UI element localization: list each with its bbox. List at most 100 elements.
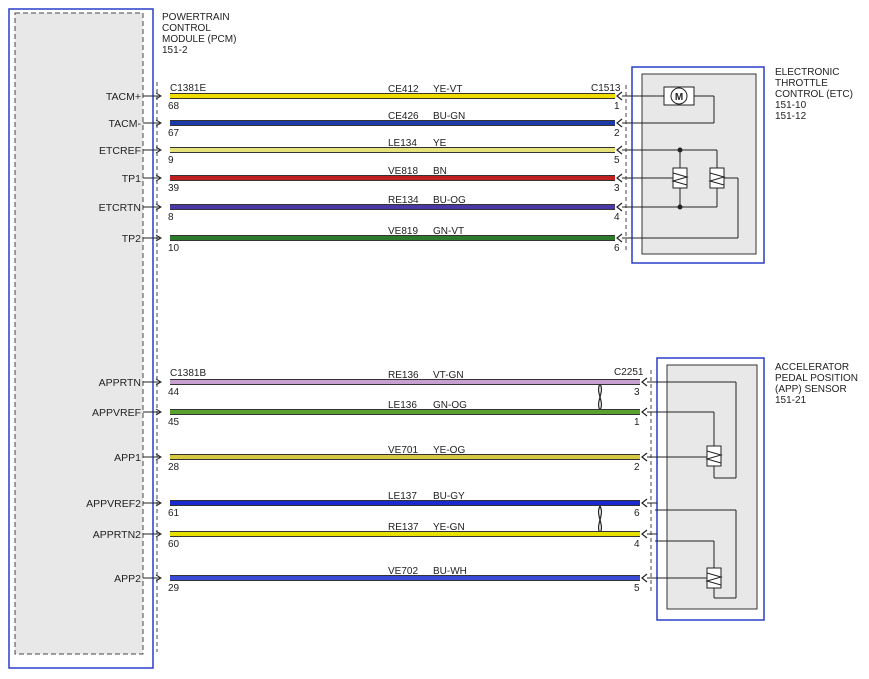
circuit-id: RE136 — [388, 370, 419, 381]
wire-color-code: BU-WH — [433, 566, 467, 577]
signal-label: TP2 — [122, 233, 141, 245]
circuit-id: RE137 — [388, 522, 419, 533]
pcm-pin-number: 61 — [168, 508, 180, 519]
far-terminal-icon — [616, 91, 623, 101]
etc-title-line: CONTROL (ETC) — [775, 89, 853, 100]
pcm-title-line: 151-2 — [162, 45, 188, 56]
signal-label: APPVREF2 — [86, 498, 141, 510]
far-pin-number: 2 — [634, 462, 640, 473]
far-terminal-icon — [616, 118, 623, 128]
pcm-terminal-icon — [155, 574, 162, 582]
wire-row: APPRTN2 60 RE137 YE-GN 4 — [93, 522, 657, 550]
wire-row: APPVREF2 61 LE137 BU-GY 6 — [86, 491, 657, 519]
circuit-id: VE702 — [388, 566, 418, 577]
signal-label: TACM+ — [106, 91, 141, 103]
far-pin-number: 4 — [614, 212, 620, 223]
circuit-id: LE136 — [388, 400, 417, 411]
wire-color-code: YE — [433, 138, 447, 149]
pcm-terminal-icon — [155, 174, 162, 182]
pcm-terminal-icon — [155, 119, 162, 127]
pcm-pin-number: 67 — [168, 128, 180, 139]
etc-title: ELECTRONIC THROTTLE CONTROL (ETC) 151-10… — [775, 67, 853, 122]
app-title-line: ACCELERATOR — [775, 362, 849, 373]
far-pin-number: 5 — [634, 583, 640, 594]
pcm-terminal-icon — [155, 378, 162, 386]
etc-title-line: ELECTRONIC — [775, 67, 839, 78]
signal-label: APPVREF — [92, 407, 141, 419]
pcm-pin-number: 29 — [168, 583, 180, 594]
pcm-connector-top: C1381E — [170, 83, 206, 94]
app-title: ACCELERATOR PEDAL POSITION (APP) SENSOR … — [775, 362, 858, 406]
motor-icon: M — [670, 87, 688, 105]
far-terminal-icon — [616, 173, 623, 183]
pcm-terminal-icon — [155, 146, 162, 154]
circuit-id: CE412 — [388, 84, 419, 95]
pcm-terminal-icon — [155, 530, 162, 538]
motor-label: M — [675, 92, 683, 103]
wire-color-code: GN-OG — [433, 400, 467, 411]
pcm-pin-number: 39 — [168, 183, 180, 194]
wire-color-code: GN-VT — [433, 226, 464, 237]
far-terminal-icon — [641, 573, 648, 583]
far-pin-number: 6 — [634, 508, 640, 519]
app-title-line: PEDAL POSITION — [775, 373, 858, 384]
signal-label: ETCRTN — [99, 202, 141, 214]
signal-label: APPRTN2 — [93, 529, 141, 541]
etc-title-line: THROTTLE — [775, 78, 828, 89]
app-title-line: 151-21 — [775, 395, 807, 406]
pcm-terminal-icon — [155, 499, 162, 507]
far-pin-number: 2 — [614, 128, 620, 139]
wire-color-code: BU-GN — [433, 111, 465, 122]
circuit-id: RE134 — [388, 195, 419, 206]
far-terminal-icon — [641, 407, 648, 417]
pcm-pin-number: 8 — [168, 212, 174, 223]
pcm-terminal-icon — [155, 203, 162, 211]
wire-color-code: BU-OG — [433, 195, 466, 206]
far-terminal-icon — [616, 145, 623, 155]
signal-label: TACM- — [109, 118, 142, 130]
pcm-pin-number: 10 — [168, 243, 180, 254]
wire-color-code: BU-GY — [433, 491, 465, 502]
pcm-title-line: POWERTRAIN — [162, 12, 230, 23]
far-pin-number: 1 — [614, 101, 620, 112]
pcm-pin-number: 60 — [168, 539, 180, 550]
pcm-title-line: MODULE (PCM) — [162, 34, 236, 45]
far-pin-number: 6 — [614, 243, 620, 254]
pcm-terminal-icon — [155, 453, 162, 461]
signal-label: APP2 — [114, 573, 141, 585]
wire-color-code: YE-OG — [433, 445, 465, 456]
wire-color-code: YE-GN — [433, 522, 465, 533]
far-terminal-icon — [616, 202, 623, 212]
far-terminal-icon — [641, 529, 648, 539]
wire-color-code: BN — [433, 166, 447, 177]
pcm-terminal-icon — [155, 92, 162, 100]
far-terminal-icon — [641, 498, 648, 508]
far-pin-number: 4 — [634, 539, 640, 550]
pcm-terminal-icon — [155, 408, 162, 416]
wire-row: APP2 29 VE702 BU-WH 5 — [114, 566, 657, 594]
signal-label: TP1 — [122, 173, 141, 185]
circuit-id: VE701 — [388, 445, 418, 456]
pcm-pin-number: 9 — [168, 155, 174, 166]
pcm-pin-number: 45 — [168, 417, 180, 428]
app-internal-circuit — [655, 381, 737, 599]
pcm-title-line: CONTROL — [162, 23, 211, 34]
pcm-pin-number: 28 — [168, 462, 180, 473]
far-terminal-icon — [641, 452, 648, 462]
pcm-pin-number: 68 — [168, 101, 180, 112]
wire-row: ETCRTN 8 RE134 BU-OG 4 — [99, 195, 632, 223]
circuit-id: VE818 — [388, 166, 418, 177]
signal-label: ETCREF — [99, 145, 141, 157]
etc-module-inner — [641, 73, 757, 255]
circuit-id: LE137 — [388, 491, 417, 502]
far-pin-number: 5 — [614, 155, 620, 166]
